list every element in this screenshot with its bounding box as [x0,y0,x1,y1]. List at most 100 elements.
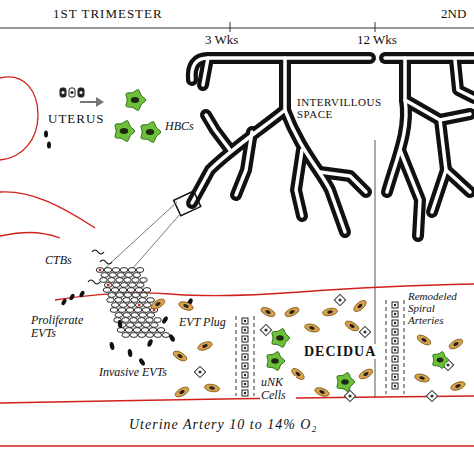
villus-core [192,58,370,80]
ctb-squiggle [100,260,112,264]
evt-cell [112,283,120,288]
diamond-cell [334,294,345,305]
evt-cell [142,323,150,328]
evt-cell [140,293,148,298]
evt-cell [136,268,144,273]
evt-cell [128,268,136,273]
evt-cell [103,288,111,293]
decidual-cell [197,340,214,352]
villus [296,150,302,216]
villus [432,120,446,212]
invasive-evt [117,320,122,329]
diagram-label: 1ST TRIMESTER [52,7,164,21]
green-cell [267,352,285,371]
callout-box [174,191,201,216]
uterine-artery-wall [0,396,474,403]
evt-cell [109,273,117,278]
decidual-nucleus [357,303,363,309]
evt-cell [119,303,127,308]
endothelial-nucleus [394,340,396,342]
evt-cell [115,298,123,303]
diamond-nucleus [430,394,433,397]
endothelial-nucleus [394,331,396,333]
evt-cell [104,283,112,288]
decidual-cell [450,380,467,392]
diagram-label: UTERUS [47,112,106,126]
villus-core [385,56,474,60]
timeline-tick [230,22,231,32]
diamond-cell [344,390,355,401]
small-cell-nucleus [80,91,83,94]
small-cell [44,131,48,138]
small-cell [60,88,66,97]
small-cell-nucleus [71,91,74,94]
uterine-artery-wall [0,445,474,446]
endothelial-nucleus [394,385,396,387]
endothelial-cell [392,338,398,344]
evt-cell [133,328,141,333]
diagram-label: Uterine Artery 10 to 14% O₂ [128,417,318,432]
diamond-cell [426,390,437,401]
evt-cell [162,333,170,338]
endothelial-cell [392,302,398,308]
villus-core [405,100,470,120]
decidual-nucleus [421,337,427,343]
evt-cell [122,318,130,323]
evt-cell [111,288,119,293]
leader-line [112,213,181,292]
evt-cell [134,308,142,313]
arrow-line [80,101,98,103]
decidual-cell [358,367,375,381]
evt-column [96,268,169,338]
evt-cell [131,298,139,303]
evt-cell [128,283,136,288]
artery-wall [254,316,255,396]
evt-cell [126,323,134,328]
red-dot [138,304,141,307]
evt-cell [120,283,128,288]
endothelial-cell [392,374,398,380]
decidual-nucleus [202,344,208,349]
villus [405,100,470,120]
evt-cell [140,278,148,283]
endothelial-nucleus [244,338,246,340]
endothelial-cell [242,363,248,369]
decidual-cell [448,337,465,351]
evt-cell [143,303,151,308]
diagram-label: 3 Wks [204,33,239,47]
decidual-nucleus [327,310,333,314]
small-cell-nucleus [62,91,65,94]
green-cell [337,373,355,392]
evt-cell [135,303,143,308]
invasive-evt [161,315,169,324]
diamond-cell [194,366,205,377]
decidual-cell [314,386,331,398]
diamond-cell [260,324,271,335]
evt-cell [146,333,154,338]
villus-core [203,58,208,85]
green-cell-nucleus [131,97,139,103]
evt-cell [120,268,128,273]
evt-cell [112,268,120,273]
evt-cell [61,298,68,306]
diagram-label: 12 Wks [356,33,398,47]
decidual-nucleus [183,304,189,309]
decidual-nucleus [177,353,183,359]
endothelial-nucleus [244,329,246,331]
green-cell-nucleus [120,128,128,134]
decidual-cell [260,306,277,319]
endothelial-nucleus [394,313,396,315]
endothelial-cell [392,365,398,371]
evt-cell [122,333,130,338]
endothelial-cell [392,320,398,326]
green-cell [141,122,161,143]
evt-cell [147,298,155,303]
green-cell-nucleus [146,129,154,135]
evt-cell [157,328,165,333]
villus [203,58,208,85]
endothelial-cell [392,311,398,317]
endothelial-nucleus [394,376,396,378]
diamond-nucleus [363,330,366,333]
spiral-artery [236,316,254,396]
evt-cell [108,293,116,298]
